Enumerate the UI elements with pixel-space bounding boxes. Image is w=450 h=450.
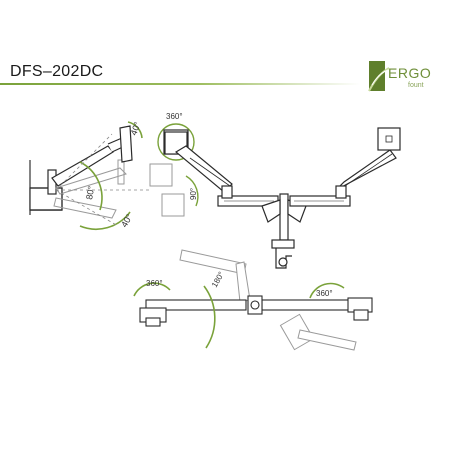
swivel-inset (149, 163, 199, 217)
center-pole (279, 193, 289, 241)
top-right-rotation-label: 360° (316, 289, 333, 298)
dual-arm-front-view (164, 127, 401, 269)
top-left-rotation-arc (133, 282, 171, 297)
top-view (139, 249, 373, 351)
right-vesa-plate (377, 127, 401, 151)
arm-up-angle-label: 80° (84, 185, 96, 201)
top-left-rotation-label: 360° (146, 279, 163, 288)
brand-name: ERGO (388, 65, 432, 81)
desk-clamp (271, 239, 295, 249)
model-title: DFS–202DC (10, 63, 104, 80)
left-forearm (174, 145, 233, 193)
brand-logo: ERGO fount (368, 58, 442, 98)
top-left-arm (145, 299, 247, 311)
brand-mark-icon (368, 61, 390, 92)
right-forearm (335, 149, 397, 191)
tilt-angle-label: 40° (128, 120, 142, 137)
plate-rotation-label: 360° (166, 112, 183, 121)
top-center-rotation-arc (203, 285, 216, 349)
swivel-angle-label: 90° (189, 188, 198, 200)
top-right-rotation-arc (309, 282, 345, 299)
arm-down-angle-label: 40° (119, 212, 135, 229)
side-view (29, 121, 150, 230)
brand-subtitle: fount (408, 82, 424, 89)
top-center-rotation-label: 180° (210, 270, 226, 289)
title-underline (0, 83, 360, 85)
